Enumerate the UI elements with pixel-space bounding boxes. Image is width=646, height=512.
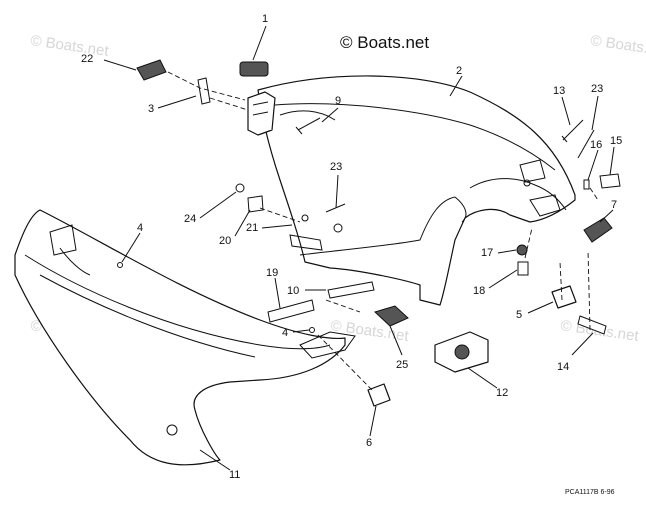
callout-5: 5 — [516, 309, 522, 321]
pad-part — [239, 61, 269, 77]
screw-part — [295, 117, 321, 135]
callout-labels: 1 2 3 4 4 5 6 7 9 10 11 12 13 14 15 16 1… — [81, 13, 622, 481]
grommet-part — [583, 217, 613, 243]
upper-cowl-part — [247, 75, 576, 306]
callout-9: 9 — [335, 95, 341, 107]
clip-part — [599, 173, 621, 189]
washer-part — [516, 244, 528, 256]
bolt-part — [517, 261, 529, 276]
clip-part — [367, 383, 391, 407]
alignment-lines — [167, 71, 599, 391]
pin-part — [577, 315, 607, 335]
callout-10: 10 — [287, 285, 299, 297]
clip-part — [551, 285, 577, 309]
callout-18: 18 — [473, 285, 485, 297]
callout-20: 20 — [219, 235, 231, 247]
screw-part — [117, 262, 123, 268]
callout-1: 1 — [262, 13, 268, 25]
copyright-brand: © Boats.net — [340, 33, 429, 52]
callout-19: 19 — [266, 267, 278, 279]
callout-2: 2 — [456, 65, 462, 77]
callout-6: 6 — [366, 437, 372, 449]
callout-11: 11 — [229, 469, 240, 481]
callout-22: 22 — [81, 53, 93, 65]
callout-16: 16 — [590, 139, 602, 151]
screw-part — [561, 119, 584, 143]
callout-3: 3 — [148, 103, 154, 115]
hook-part — [197, 77, 211, 105]
figure-code: PCA1117B 6-96 — [565, 489, 615, 496]
leader-lines — [103, 25, 615, 471]
screw-part — [309, 327, 315, 333]
strip-part — [267, 299, 315, 323]
callout-13: 13 — [553, 85, 565, 97]
strip-part — [327, 281, 375, 299]
callout-21: 21 — [246, 222, 258, 234]
screw-part — [577, 129, 595, 159]
screw-part — [325, 203, 346, 213]
callout-4: 4 — [137, 222, 143, 234]
washer-part — [235, 183, 245, 193]
callout-23: 23 — [330, 161, 342, 173]
callout-15: 15 — [610, 135, 622, 147]
watermark: © Boats.net — [29, 32, 110, 60]
callout-14: 14 — [557, 361, 569, 373]
pad-part — [374, 305, 409, 327]
callout-24: 24 — [184, 213, 196, 225]
callout-4: 4 — [282, 327, 288, 339]
callout-12: 12 — [496, 387, 508, 399]
latch-part — [136, 59, 167, 81]
callout-7: 7 — [611, 199, 617, 211]
callout-17: 17 — [481, 247, 493, 259]
bolt-part — [247, 195, 264, 213]
lower-cowl-part — [14, 209, 356, 466]
watermark: © Boats.net — [589, 32, 646, 60]
clip-part — [583, 179, 590, 190]
callout-23: 23 — [591, 83, 603, 95]
callout-25: 25 — [396, 359, 408, 371]
